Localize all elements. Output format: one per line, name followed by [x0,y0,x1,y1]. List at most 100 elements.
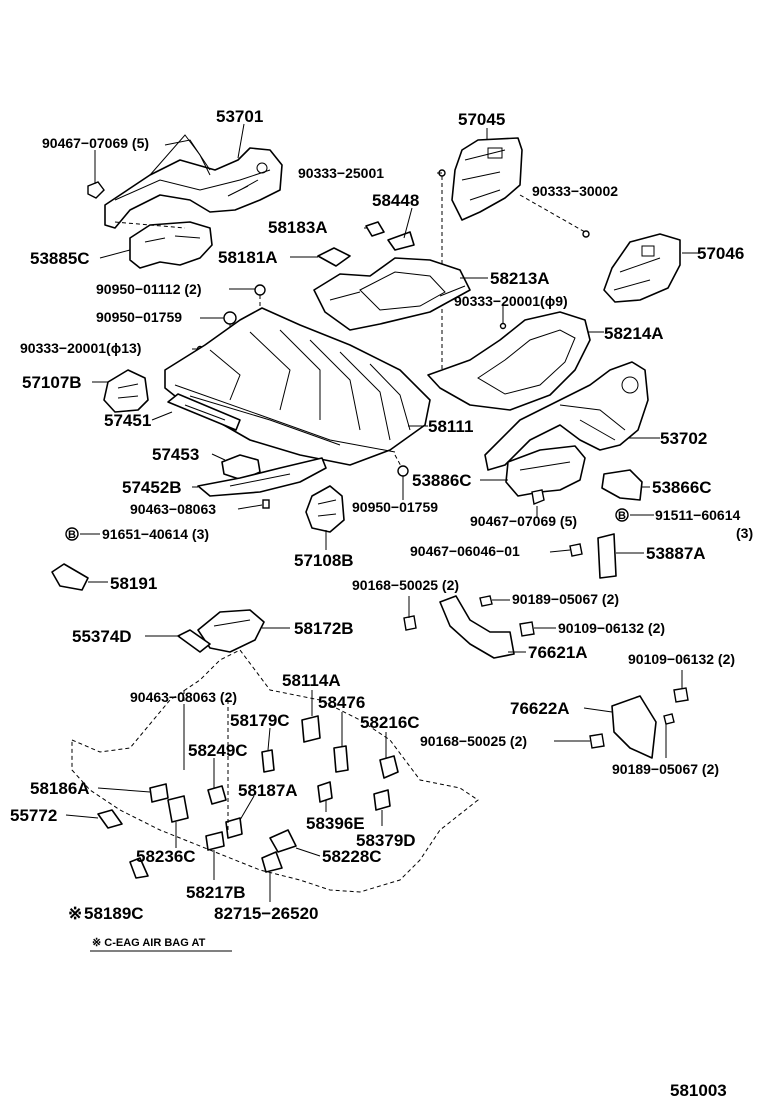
part-58216C-drawing [379,755,399,779]
svg-text:B: B [68,529,76,541]
part-53866C-drawing [601,469,643,501]
label-91651-40614: 91651−40614 (3) [102,526,209,542]
label-57452B: 57452B [122,478,182,497]
part-58379D-drawing [373,789,391,811]
label-90950-01112: 90950−01112 (2) [96,281,202,297]
label-90109-06132-right: 90109−06132 (2) [628,651,735,667]
label-58114A: 58114A [282,671,341,690]
label-58172B: 58172B [294,619,354,638]
part-58172B-drawing [197,609,265,653]
part-58396E-drawing [317,781,333,803]
leader-lines [65,123,698,902]
label-58448: 58448 [372,191,419,210]
part-labels: 53701 90467−07069 (5) 53885C 57045 90333… [10,107,753,1100]
label-58236C: 58236C [136,847,196,866]
label-57107B: 57107B [22,373,82,392]
part-58214A-drawing [427,311,591,411]
label-90189-05067-right: 90189−05067 (2) [612,761,719,777]
part-57451-drawing [167,393,241,431]
label-55772: 55772 [10,806,57,825]
bolt-marker-b-right: B [615,508,629,522]
part-58448-drawing [387,231,415,251]
part-57107B-drawing [103,369,149,413]
part-58179C-drawing [261,749,275,773]
part-55772-drawing [97,809,123,829]
footnote: ※ C-EAG AIR BAG AT [92,937,206,949]
part-58191-drawing [51,563,89,591]
bolt-marker-b-left: B [65,527,79,541]
label-58379D: 58379D [356,831,416,850]
part-58213A-drawing [313,257,471,331]
label-57451: 57451 [104,411,151,430]
label-76622A: 76622A [510,699,570,718]
label-90189-05067-top: 90189−05067 (2) [512,591,619,607]
label-90333-20001-13: 90333−20001(ϕ13) [20,340,141,356]
label-90463-08063-pair: 90463−08063 (2) [130,689,237,705]
label-90467-07069-left: 90467−07069 (5) [42,135,149,151]
label-58111: 58111 [428,417,473,436]
part-57046-drawing [603,233,681,303]
label-90463-08063: 90463−08063 [130,501,216,517]
label-90950-01759-bottom: 90950−01759 [352,499,438,515]
label-58179C: 58179C [230,711,290,730]
label-57453: 57453 [152,445,199,464]
label-90950-01759-top: 90950−01759 [96,309,182,325]
label-58183A: 58183A [268,218,328,237]
label-55374D: 55374D [72,627,132,646]
label-90467-06046-01: 90467−06046−01 [410,543,520,559]
label-53887A: 53887A [646,544,706,563]
svg-text:B: B [618,510,626,522]
part-58181A-drawing [317,247,351,267]
label-53866C: 53866C [652,478,712,497]
label-58396E: 58396E [306,814,365,833]
label-58187A: 58187A [238,781,298,800]
part-76622A-drawing [611,695,657,759]
label-91511-60614: 91511−60614 [655,507,740,523]
label-90109-06132-top: 90109−06132 (2) [558,620,665,636]
label-90333-30002: 90333−30002 [532,183,618,199]
part-76621A-drawing [439,595,515,659]
label-58191: 58191 [110,574,157,593]
label-90467-07069-right: 90467−07069 (5) [470,513,577,529]
label-58217B: 58217B [186,883,246,902]
part-58476-drawing [333,745,349,773]
under-floor-cover-drawing [71,649,479,893]
label-58214A: 58214A [604,324,664,343]
label-90333-20001-9: 90333−20001(ϕ9) [454,293,568,309]
part-58186A-drawing [149,783,169,803]
asterisk-mark: ※ [68,904,82,923]
label-58476: 58476 [318,693,365,712]
part-57452B-drawing [197,457,327,497]
part-53702-drawing [484,361,649,471]
label-58213A: 58213A [490,269,550,288]
label-58228C: 58228C [322,847,382,866]
part-58236C-drawing [167,795,189,823]
label-82715-26520: 82715−26520 [214,904,318,923]
label-91511-60614-qty: (3) [736,525,753,541]
part-58111-drawing [164,307,431,466]
label-53886C: 53886C [412,471,472,490]
part-53886C-drawing [505,445,586,497]
part-58114A-drawing [301,715,321,743]
label-57046: 57046 [697,244,744,263]
label-58181A: 58181A [218,248,278,267]
part-53885C-drawing [129,221,213,269]
label-53702: 53702 [660,429,707,448]
clip-90467-07069-left [87,181,105,199]
label-57108B: 57108B [294,551,354,570]
label-58216C: 58216C [360,713,420,732]
part-58217B-drawing [205,831,225,851]
label-58249C: 58249C [188,741,248,760]
label-58186A: 58186A [30,779,90,798]
part-58187A-drawing [225,817,243,839]
part-57108B-drawing [305,485,345,533]
part-58249C-drawing [207,785,227,805]
part-55374D-drawing [177,629,211,653]
part-53701-drawing [104,134,283,229]
part-57453-drawing [221,454,261,481]
diagram-number: 581003 [670,1081,727,1100]
label-90168-50025-top: 90168−50025 (2) [352,577,459,593]
label-76621A: 76621A [528,643,588,662]
part-53887A-drawing [597,533,617,579]
